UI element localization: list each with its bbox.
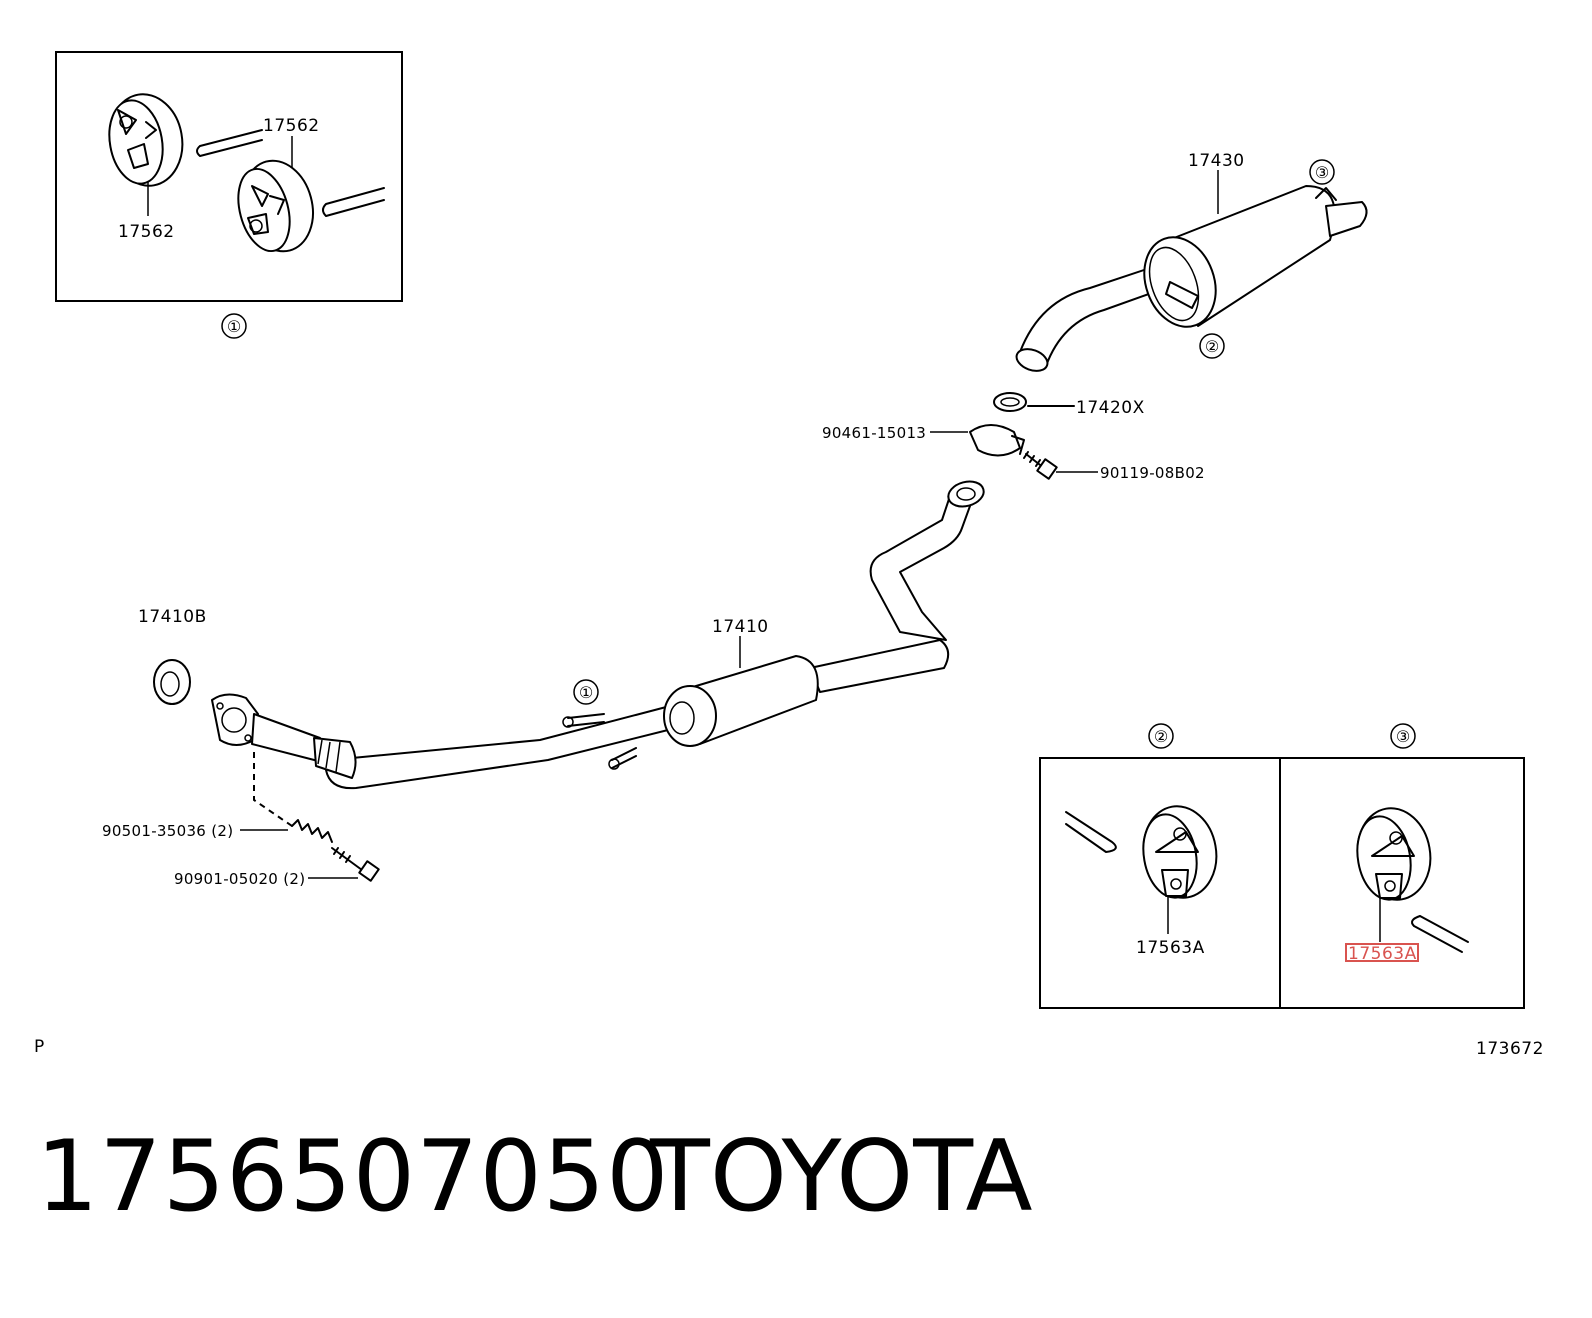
corner-label-left: P <box>34 1037 45 1057</box>
center-muffler <box>663 655 819 747</box>
highlight-box-17563a <box>1345 943 1419 962</box>
callout-circle-1-pipe <box>573 679 599 705</box>
callout-3-top-label: ③ <box>1315 163 1329 182</box>
label-90501-35036: 90501-35036 (2) <box>102 822 233 840</box>
label-17410: 17410 <box>712 617 769 637</box>
hanger-rubber-1b <box>237 159 314 253</box>
inset-3-box <box>1279 757 1525 1009</box>
footer-part-number: 1756507050 <box>36 1120 670 1234</box>
callout-circle-3-top <box>1309 159 1335 185</box>
assembly-guide <box>253 752 293 827</box>
label-17562-top: 17562 <box>263 116 320 136</box>
callout-circle-1 <box>221 313 247 339</box>
label-17430: 17430 <box>1188 151 1245 171</box>
callout-circle-2-top <box>1199 333 1225 359</box>
front-pipe <box>211 693 357 779</box>
callout-1-label: ① <box>227 317 241 336</box>
corner-label-right: 173672 <box>1476 1039 1544 1059</box>
rear-muffler <box>1015 185 1368 372</box>
label-90901-05020: 90901-05020 (2) <box>174 870 305 888</box>
callout-circle-3 <box>1390 723 1416 749</box>
hanger-rubber-1a <box>108 93 184 187</box>
hanger-rod-1a <box>196 129 263 157</box>
pipe-hangers-center <box>562 713 637 770</box>
spring <box>291 819 333 843</box>
callout-3-label: ③ <box>1396 727 1410 746</box>
hanger-rubber-3 <box>1356 807 1469 953</box>
inset-1-box <box>55 51 403 302</box>
label-90461-15013: 90461-15013 <box>822 424 926 442</box>
label-90119-08b02: 90119-08B02 <box>1100 464 1205 482</box>
callout-1-pipe-label: ① <box>579 683 593 702</box>
callout-2-top-label: ② <box>1205 337 1219 356</box>
hanger-rubber-2 <box>1065 805 1218 899</box>
bolt-front <box>331 847 380 882</box>
clamp <box>969 424 1025 457</box>
footer-brand: TOYOTA <box>650 1120 1033 1234</box>
label-17410b: 17410B <box>138 607 207 627</box>
label-17562-bottom: 17562 <box>118 222 175 242</box>
callout-2-label: ② <box>1154 727 1168 746</box>
label-17563a-inset2: 17563A <box>1136 938 1205 958</box>
label-17563a-inset3: 17563A <box>1348 944 1417 964</box>
front-gasket <box>153 659 191 705</box>
gasket-ring <box>993 392 1027 412</box>
hanger-rod-1b <box>322 187 385 217</box>
callout-circle-2 <box>1148 723 1174 749</box>
center-pipe <box>325 480 985 790</box>
bolt-rear <box>1023 451 1058 480</box>
label-17420x: 17420X <box>1076 398 1145 418</box>
